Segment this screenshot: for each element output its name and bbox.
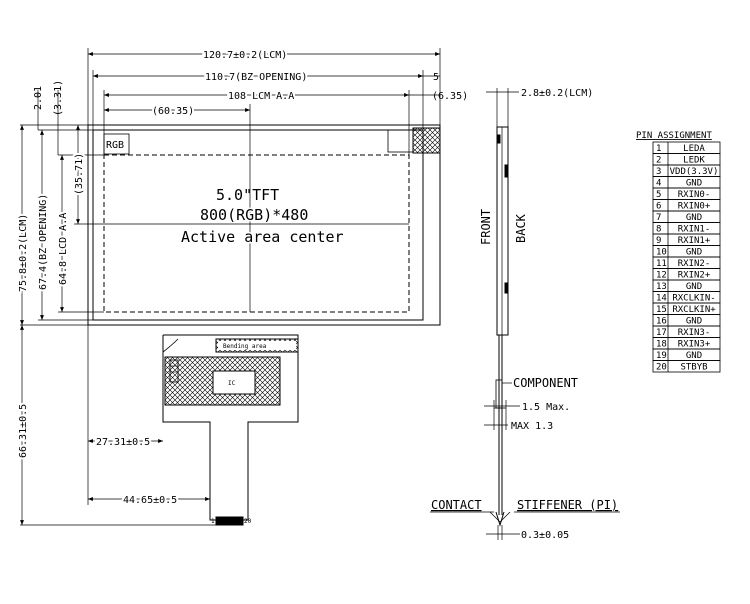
pin-number: 3 — [656, 167, 661, 177]
label-thickness: 2.8±0.2(LCM) — [521, 88, 593, 99]
label-331: (3.31) — [53, 80, 64, 116]
pin-signal: RXIN2- — [678, 259, 711, 269]
pin-signal: GND — [686, 282, 702, 292]
label-fpc-4465: 44.65±0.5 — [123, 495, 177, 506]
fpc-outline — [162, 334, 299, 521]
label-bz-height: 67.4(BZ OPENING) — [38, 194, 49, 290]
pin-number: 14 — [656, 294, 667, 304]
active-area — [103, 154, 410, 313]
ic-chip — [212, 370, 256, 395]
lcm-outline — [87, 124, 441, 326]
pin-number: 8 — [656, 225, 661, 235]
pin-signal: LEDA — [683, 144, 705, 154]
pin-number: 19 — [656, 351, 667, 361]
fpc-component — [169, 359, 179, 383]
label-aa-width: 108 LCM A.A — [228, 91, 294, 102]
label-15-max: 1.5 Max. — [522, 402, 570, 413]
pin-signal: LEDK — [683, 156, 705, 166]
label-bz-width: 110.7(BZ OPENING) — [205, 72, 307, 83]
label-front: FRONT — [479, 209, 493, 245]
hatched-corner-block — [412, 127, 441, 154]
center-title-active-area: Active area center — [181, 228, 344, 246]
pin-number: 16 — [656, 317, 667, 327]
pin-number: 1 — [656, 144, 661, 154]
rgb-marker-text: RGB — [106, 140, 124, 151]
label-201: 2.01 — [33, 86, 44, 110]
pin-number: 6 — [656, 202, 661, 212]
bending-area-label: Bending area — [223, 343, 267, 350]
label-03: 0.3±0.05 — [521, 530, 569, 541]
pin-signal: RXIN0+ — [678, 202, 711, 212]
pin-signal: GND — [686, 213, 702, 223]
pin-number: 7 — [656, 213, 661, 223]
pin-number: 9 — [656, 236, 661, 246]
pin-signal: RXIN3- — [678, 328, 711, 338]
pin-signal: GND — [686, 351, 702, 361]
label-lcm-height: 75.8±0.2(LCM) — [18, 214, 29, 292]
pin-number: 20 — [656, 363, 667, 373]
pin-signal: RXIN1- — [678, 225, 711, 235]
label-lcm-width: 120.7±0.2(LCM) — [203, 50, 287, 61]
pin20-label: 20 — [244, 518, 252, 525]
pin-signal: RXCLKIN+ — [672, 305, 716, 315]
pin-number: 4 — [656, 179, 661, 189]
pin-number: 18 — [656, 340, 667, 350]
label-aa-center-y: (35.71) — [74, 153, 85, 195]
fpc-contact — [215, 516, 244, 526]
pin-row — [652, 360, 721, 373]
label-back: BACK — [514, 213, 528, 243]
label-max-13: MAX 1.3 — [511, 421, 553, 432]
label-contact: CONTACT — [431, 498, 482, 512]
label-stiffener: STIFFENER (PI) — [517, 498, 618, 512]
pin-signal: GND — [686, 248, 702, 258]
pin-signal: RXIN3+ — [678, 340, 711, 350]
pin-number: 5 — [656, 190, 661, 200]
label-right-635: (6.35) — [432, 91, 468, 102]
pin-number: 2 — [656, 156, 661, 166]
pin1-label: 1 — [211, 518, 215, 525]
label-component: COMPONENT — [513, 376, 578, 390]
pin-signal: RXCLKIN- — [672, 294, 715, 304]
front-view — [20, 48, 441, 526]
pin-number: 10 — [656, 248, 667, 258]
pin-number: 15 — [656, 305, 667, 315]
pin-signal: VDD(3.3V) — [670, 167, 719, 177]
side-view-labels: 2.8±0.2(LCM) FRONT BACK COMPONENT 1.5 Ma… — [431, 88, 618, 541]
pin-number: 13 — [656, 282, 667, 292]
label-aa-height: 64.8 LCD A.A — [58, 213, 69, 285]
bezel-opening — [92, 129, 424, 321]
front-view-labels: 120.7±0.2(LCM) 110.7(BZ OPENING) 108 LCM… — [16, 48, 468, 525]
pin-table-title: PIN ASSIGNMENT — [636, 131, 712, 141]
pin-signal: RXIN0- — [678, 190, 711, 200]
label-fpc-2731: 27.31±0.5 — [96, 437, 150, 448]
pin-signal: GND — [686, 179, 702, 189]
label-right-5: 5 — [433, 72, 439, 83]
ic-label: IC — [228, 380, 236, 387]
label-total-height: 66.31±0.5 — [18, 404, 29, 458]
pin-number: 17 — [656, 328, 667, 338]
pin-number: 11 — [656, 259, 667, 269]
label-aa-center-x: (60.35) — [152, 106, 194, 117]
pin-signal: GND — [686, 317, 702, 327]
center-title-size: 5.0"TFT — [216, 186, 279, 204]
pin-signal: STBYB — [680, 363, 707, 373]
side-panel-body — [496, 126, 509, 336]
pin-signal: RXIN2+ — [678, 271, 711, 281]
pin-number: 12 — [656, 271, 667, 281]
side-view — [430, 88, 620, 540]
center-title-resolution: 800(RGB)*480 — [200, 206, 308, 224]
pin-signal: RXIN1+ — [678, 236, 711, 246]
